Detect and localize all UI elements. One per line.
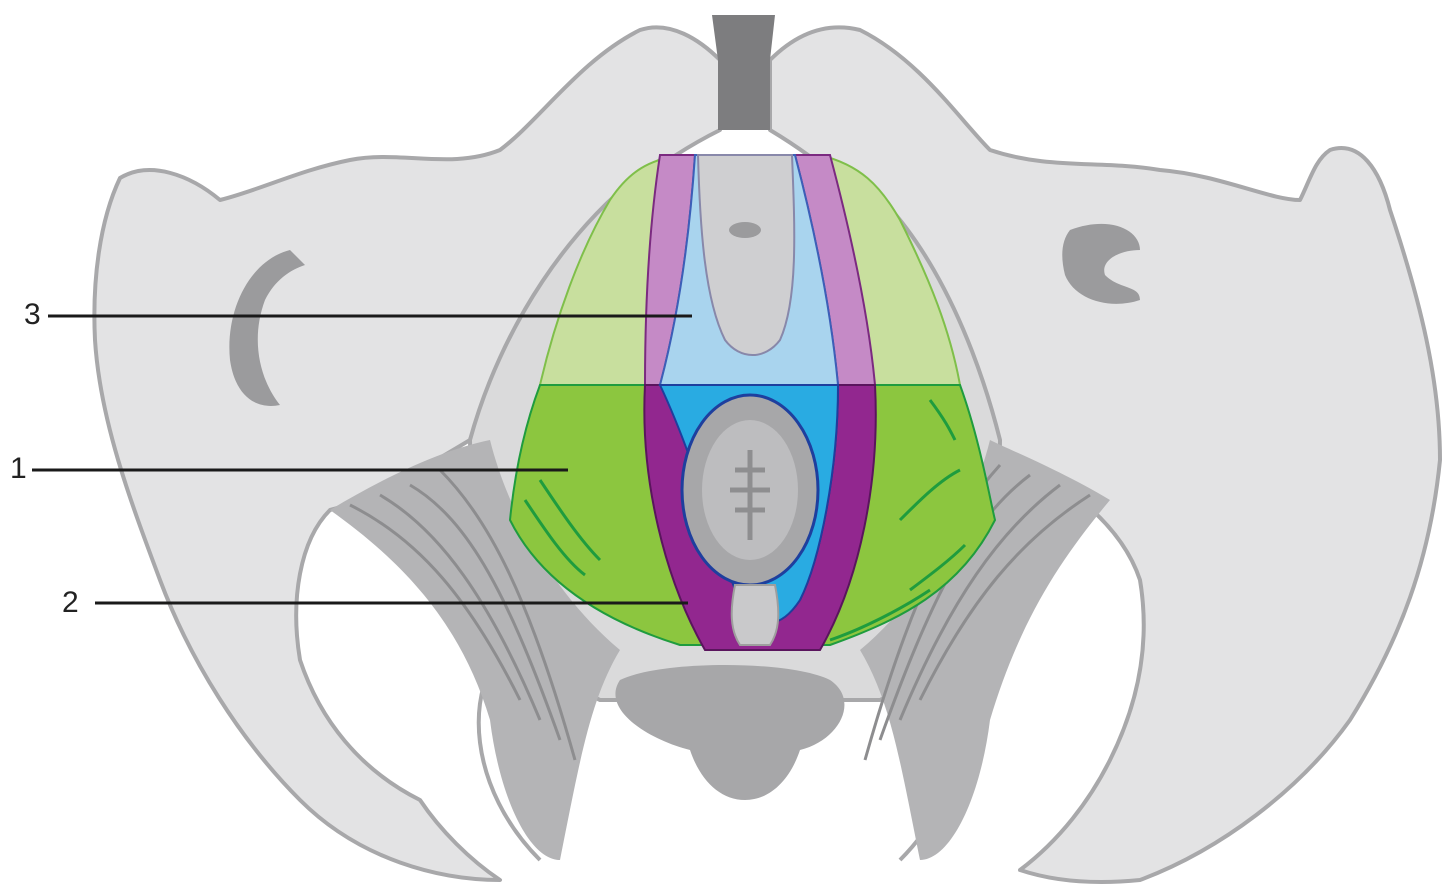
label-2: 2 — [62, 588, 79, 618]
label-3: 3 — [24, 300, 41, 330]
label-1: 1 — [10, 454, 27, 484]
pubic-symphysis — [712, 15, 775, 130]
anal-canal — [732, 585, 779, 645]
urethral-opening — [729, 222, 761, 238]
coccyx — [615, 665, 844, 800]
